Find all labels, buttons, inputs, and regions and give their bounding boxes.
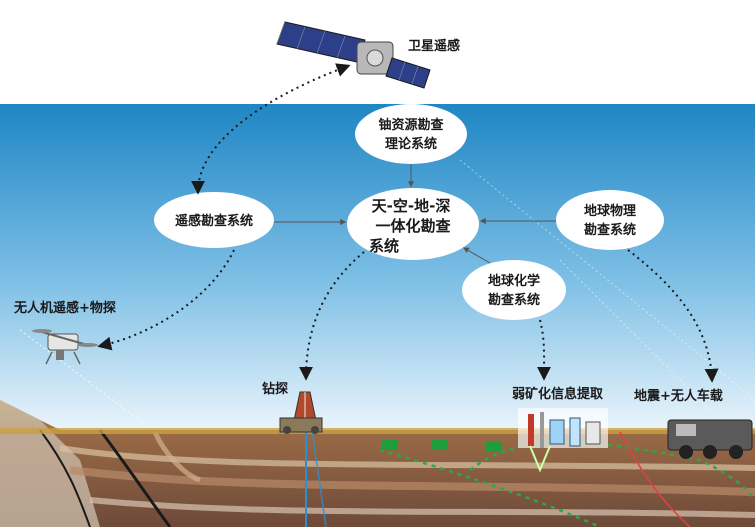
drilling-rig-icon	[279, 391, 323, 434]
node-remote-sensing	[154, 192, 274, 248]
ground-marker	[486, 442, 502, 452]
arrow-integrated-drilling	[299, 251, 365, 381]
node-geophysics-line1: 地球物理	[584, 203, 636, 219]
drilling-label: 钻探	[262, 381, 288, 397]
node-geophysics	[556, 190, 664, 250]
arrow-remote-satellite	[191, 63, 351, 195]
node-geochemistry-line2: 勘查系统	[488, 292, 540, 308]
ground-marker	[432, 440, 448, 450]
node-geochemistry-line1: 地球化学	[488, 273, 540, 289]
node-integrated-line2: 一体化勘查	[375, 217, 451, 235]
satellite-label: 卫星遥感	[408, 38, 460, 54]
node-remote-sensing-text: 遥感勘查系统	[175, 213, 253, 229]
drone-icon	[32, 329, 98, 365]
seismic-label: 地震+无人车载	[634, 388, 723, 404]
node-uranium-theory-line2: 理论系统	[385, 136, 437, 152]
node-integrated	[347, 188, 479, 260]
weak-mineral-label: 弱矿化信息提取	[512, 386, 604, 402]
node-uranium-theory-line1: 铀资源勘查	[378, 117, 444, 133]
node-integrated-line1: 天-空-地-深	[372, 197, 451, 215]
ground-marker	[382, 440, 398, 450]
node-integrated-line3: 系统	[369, 237, 399, 255]
node-geophysics-line2: 勘查系统	[584, 222, 636, 238]
arrow-geochemistry-to-integrated	[462, 247, 491, 264]
node-uranium-theory	[355, 104, 467, 164]
vehicle-icon	[667, 419, 753, 459]
sky-background	[0, 104, 755, 429]
satellite-icon	[276, 21, 431, 89]
drone-label: 无人机遥感+物探	[13, 300, 116, 316]
node-geochemistry	[462, 260, 566, 320]
arrow-remote-drone	[97, 249, 235, 351]
lab-apparatus-icon	[518, 408, 608, 473]
